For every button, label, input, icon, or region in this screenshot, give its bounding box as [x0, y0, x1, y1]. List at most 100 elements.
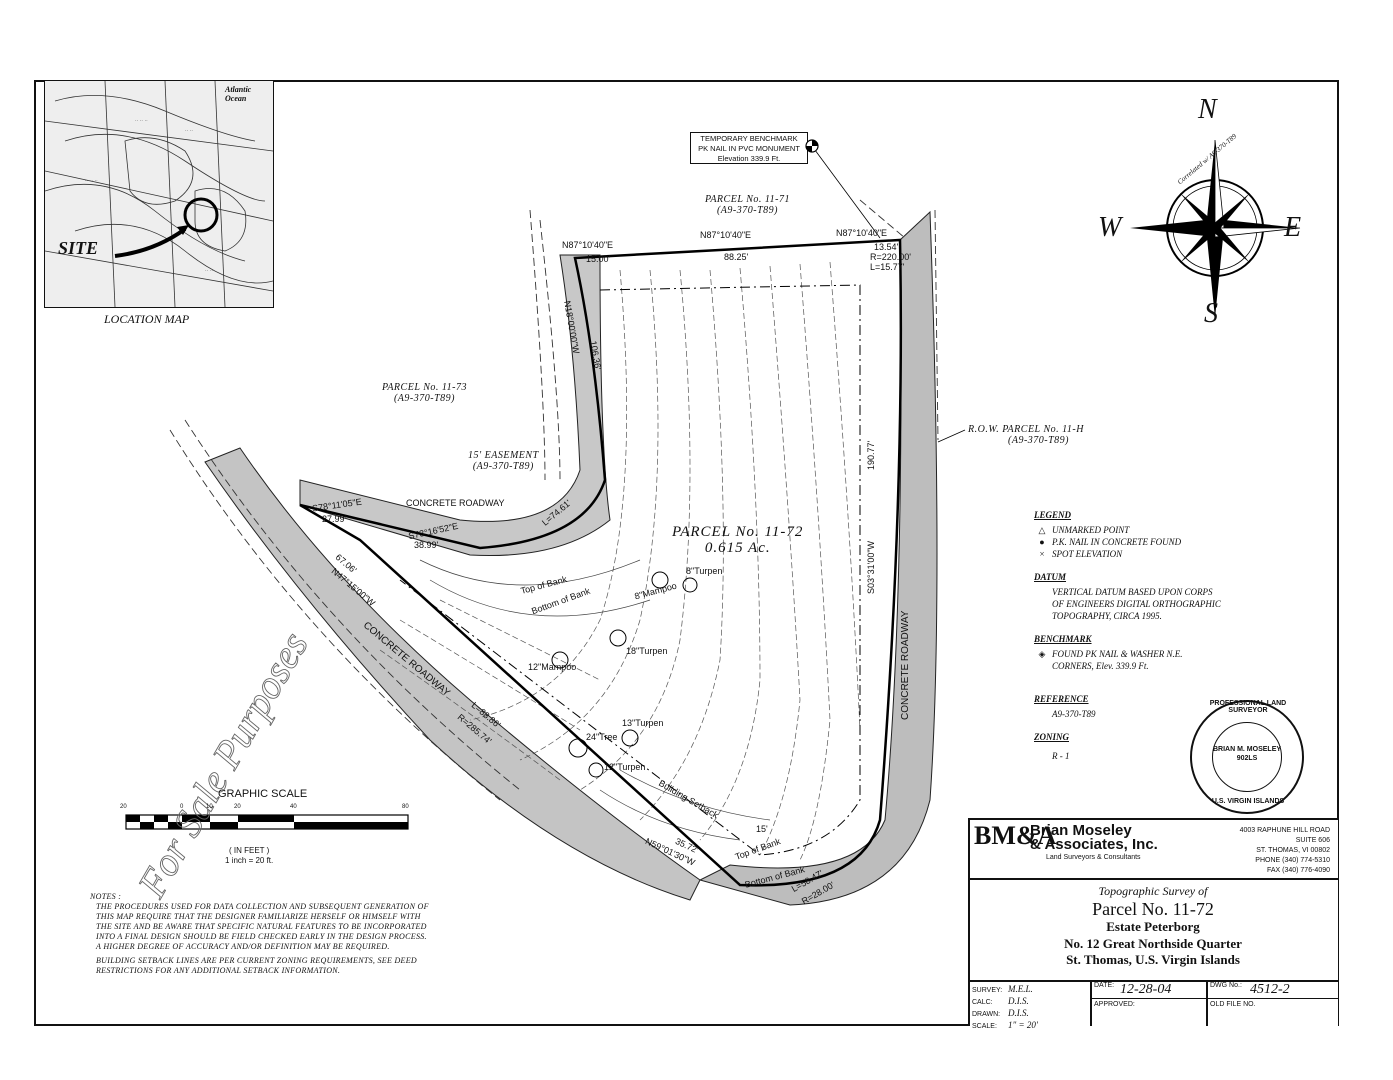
firm-name-line: & Associates, Inc. [1030, 836, 1158, 853]
survey-island: St. Thomas, U.S. Virgin Islands [1066, 952, 1240, 967]
credit-label: CALC: [972, 999, 993, 1006]
bearing-label: N87°10'40"E [562, 240, 614, 250]
legend-text: P.K. NAIL IN CONCRETE FOUND [1052, 537, 1182, 547]
address-line: PHONE (340) 774-5310 [1255, 857, 1330, 864]
legend-item: ● P.K. NAIL IN CONCRETE FOUND [1039, 536, 1254, 548]
svg-text:.. .. ..: .. .. .. [135, 117, 148, 123]
bearing-label: N87°10'40"E [836, 228, 888, 238]
parcel-boundary [299, 238, 903, 887]
svg-text:.. .. ..: .. .. .. [85, 177, 98, 183]
distance-label: 27.99' [322, 514, 347, 524]
approved-label: APPROVED: [1094, 1001, 1135, 1008]
parcel-main-name: PARCEL No. 11-72 [672, 524, 804, 540]
scale-tick: 10 [206, 804, 213, 810]
benchmark-line: Elevation 339.9 Ft. [717, 154, 781, 163]
benchmark-line: TEMPORARY BENCHMARK [700, 134, 798, 143]
ocean-label: Atlantic [225, 85, 252, 94]
scale-tick: 80 [402, 804, 409, 810]
graphic-scale-unit: ( IN FEET ) 1 inch = 20 ft. [225, 846, 273, 866]
handwriting-text: For Sale Purposes [128, 624, 316, 905]
zoning-text: R - 1 [1052, 751, 1070, 761]
scale-unit-text: ( IN FEET ) [228, 846, 270, 855]
survey-parcel: Parcel No. 11-72 [1092, 899, 1214, 919]
svg-text:.. ..: .. .. [185, 127, 193, 133]
parcel-row-name: R.O.W. PARCEL No. 11-H [968, 424, 1084, 435]
old-file-label: OLD FILE NO. [1210, 1001, 1256, 1008]
survey-type: Topographic Survey of [1098, 884, 1208, 898]
seal-number: 902LS [1236, 755, 1258, 762]
firm-address: 4003 RAPHUNE HILL ROAD SUITE 606 ST. THO… [1222, 826, 1330, 876]
title-block-divider [1090, 980, 1092, 1026]
benchmark-leader [811, 145, 881, 239]
scale-ratio-text: 1 inch = 20 ft. [225, 856, 274, 865]
compass-north: N [1198, 94, 1217, 125]
legend-symbol: △ [1038, 525, 1046, 535]
bearing-label: N87°10'40"E [700, 230, 752, 240]
distance-label: 190.77' [866, 440, 876, 470]
compass-east: E [1284, 212, 1302, 243]
benchmark-text: ◈FOUND PK NAIL & WASHER N.E. CORNERS, El… [1039, 648, 1222, 672]
tree-label: 12"Turpen [604, 762, 646, 772]
credit-label: SCALE: [972, 1023, 997, 1030]
tree-label: 18"Turpen [626, 646, 668, 656]
tree-label: 12"Mampoo [528, 662, 577, 672]
parcel-row-ref: (A9-370-T89) [1008, 435, 1069, 446]
location-map: .. .. .. .. .. .. .. .. .. .. Atlantic Oce… [44, 80, 274, 308]
easement-name: 15' EASEMENT [468, 450, 539, 461]
site-label: SITE [58, 238, 99, 258]
dwg-label: DWG No.: [1210, 982, 1242, 989]
compass-rose [1130, 139, 1301, 318]
notes-title: NOTES : [90, 892, 122, 901]
graphic-scale-ticks: 20 0 10 20 40 80 [120, 804, 420, 814]
legend-symbol: ● [1039, 537, 1045, 547]
credit-value: D.I.S. [1008, 996, 1029, 1006]
tree-symbols [551, 571, 698, 778]
credit-label: DRAWN: [972, 1011, 1001, 1018]
notes-paragraph: BUILDING SETBACK LINES ARE PER CURRENT Z… [96, 956, 417, 975]
roadway-label: CONCRETE ROADWAY [406, 498, 505, 508]
firm-name: Brian Moseley & Associates, Inc. [1030, 823, 1158, 853]
datum-title: DATUM [1034, 572, 1067, 582]
reference-text: A9-370-T89 [1052, 709, 1096, 719]
title-block-divider [968, 980, 1338, 982]
ocean-label: Ocean [225, 94, 247, 103]
title-block-credits: SURVEY:M.E.L. CALC:D.I.S. DRAWN:D.I.S. S… [972, 984, 1038, 1032]
tree-label: 24"Tree [586, 732, 618, 742]
tree-label: 8"Turpen [686, 566, 723, 576]
building-setback-line [399, 284, 861, 856]
roadway-label: CONCRETE ROADWAY [900, 610, 911, 720]
surveyor-seal [1190, 700, 1304, 814]
seal-surveyor-name: BRIAN M. MOSELEY [1212, 746, 1282, 753]
survey-title: Topographic Survey of Parcel No. 11-72 E… [968, 884, 1338, 968]
curve-label: L=15.77' [870, 262, 905, 272]
scale-tick: 20 [234, 804, 241, 810]
benchmark-box: TEMPORARY BENCHMARK PK NAIL IN PVC MONUM… [690, 132, 808, 164]
compass-south: S [1204, 298, 1218, 329]
legend-title: LEGEND [1034, 510, 1072, 520]
credit-value: M.E.L. [1008, 984, 1033, 994]
benchmark-symbol [805, 139, 819, 153]
address-line: ST. THOMAS, VI 00802 [1256, 847, 1330, 854]
bank-lines [419, 559, 771, 841]
scale-tick: 40 [290, 804, 297, 810]
legend: LEGEND △UNMARKED POINT ●P.K. NAIL IN CON… [1034, 510, 1254, 762]
bearing-label: S03°31'00"W [866, 540, 876, 594]
easement-ref: (A9-370-T89) [472, 461, 534, 472]
location-map-caption: LOCATION MAP [104, 312, 190, 326]
credit-label: SURVEY: [972, 987, 1003, 994]
parcel-west-ref: (A9-370-T89) [393, 393, 455, 404]
drawing-frame [34, 80, 1339, 1026]
benchmark-title: BENCHMARK [1034, 634, 1092, 644]
seal-bottom-text: U.S. VIRGIN ISLANDS [1211, 798, 1285, 805]
seal-name: BRIAN M. MOSELEY 902LS [1212, 745, 1282, 763]
distance-label: 88.25' [724, 252, 749, 262]
address-line: SUITE 606 [1295, 837, 1330, 844]
notes-paragraph: THE PROCEDURES USED FOR DATA COLLECTION … [96, 902, 429, 951]
surveyor-seal-inner [1212, 722, 1282, 792]
graphic-scale-title: GRAPHIC SCALE [218, 788, 308, 800]
legend-item: ×SPOT ELEVATION [1039, 548, 1254, 560]
svg-text:.. ..: .. .. [205, 267, 213, 273]
address-line: 4003 RAPHUNE HILL ROAD [1239, 827, 1330, 834]
contour-lines [379, 261, 861, 861]
legend-symbol: × [1039, 549, 1045, 559]
